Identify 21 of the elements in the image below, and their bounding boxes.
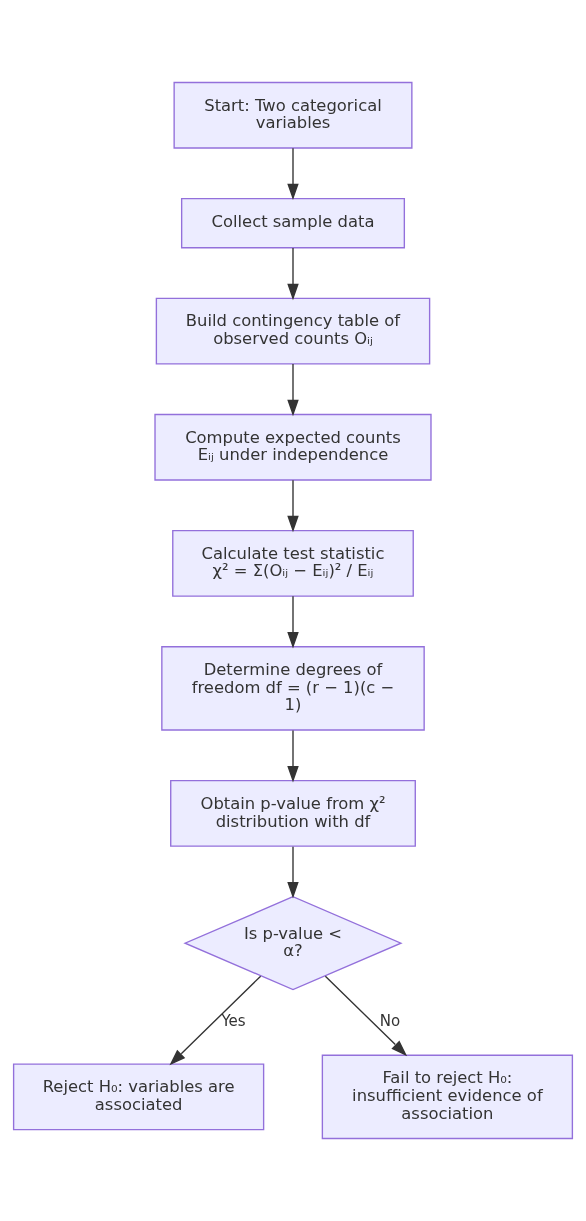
- node-box: Compute expected counts Eᵢⱼ under independence: [154, 413, 432, 481]
- arrow: [287, 363, 299, 417]
- arrow: [324, 975, 408, 1057]
- arrow: [287, 479, 299, 533]
- arrow: [287, 729, 299, 783]
- node-box: Collect sample data: [180, 197, 406, 249]
- edge-label: Yes: [221, 1012, 246, 1031]
- edge-label: No: [379, 1012, 401, 1031]
- arrow: [287, 147, 299, 201]
- arrow: [287, 595, 299, 649]
- arrow: [287, 247, 299, 301]
- arrow: [169, 975, 262, 1066]
- node-box: Start: Two categorical variables: [173, 81, 413, 149]
- node-box: Fail to reject H₀: insufficient evidence of association: [321, 1054, 574, 1140]
- node-box: Reject H₀: variables are associated: [12, 1063, 265, 1131]
- node-box: Calculate test statistic χ² = Σ(Oᵢⱼ − Eᵢⱼ)² / Eᵢⱼ: [172, 529, 414, 597]
- node-diamond: Is p-value < α?: [183, 895, 403, 991]
- arrow: [287, 846, 299, 899]
- node-box: Build contingency table of observed counts Oᵢⱼ: [155, 297, 431, 365]
- node-box: Obtain p-value from χ² distribution with df: [170, 779, 416, 847]
- node-box: Determine degrees of freedom df = (r − 1)(c − 1): [161, 646, 425, 731]
